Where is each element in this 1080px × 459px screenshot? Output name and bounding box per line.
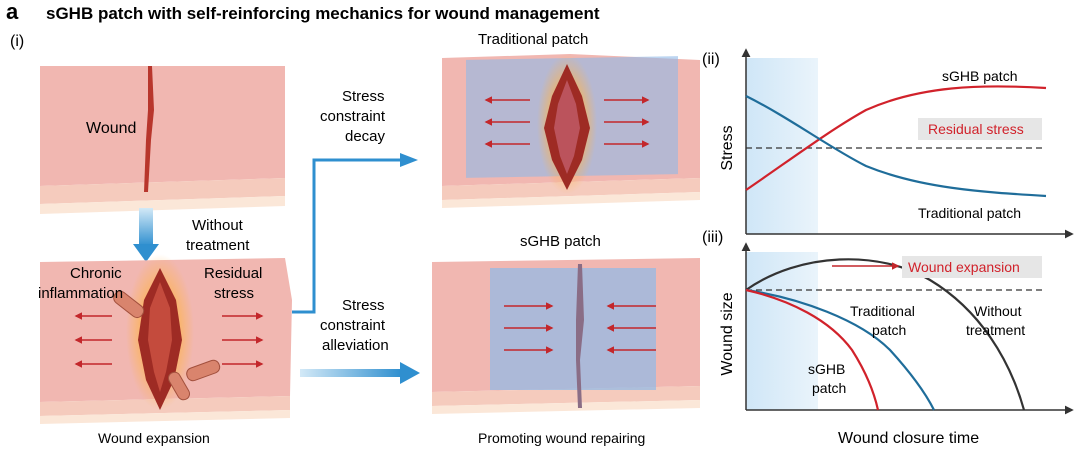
- chronic-inflammation-line1: Chronic: [70, 265, 122, 282]
- panel-iii-label: (iii): [702, 229, 723, 246]
- alleviation-line1: Stress: [342, 297, 385, 314]
- outward-stress-arrows-left: [74, 312, 112, 368]
- traditional-outward-arrows-right: [604, 96, 650, 148]
- stress-plot: [741, 48, 1074, 239]
- sghb-size-label-line1: sGHB: [808, 361, 845, 377]
- caption-wound-expansion: Wound expansion: [98, 430, 210, 446]
- sghb-patch-layer: [490, 268, 656, 390]
- traditional-size-label-line1: Traditional: [850, 303, 915, 319]
- wound-expansion-box: [902, 256, 1042, 278]
- stress-axis-label: Stress: [719, 125, 736, 170]
- sghb-size-label-line2: patch: [812, 380, 846, 396]
- residual-stress-box: [918, 118, 1042, 140]
- untreated-size-label-line1: Without: [974, 303, 1022, 319]
- without-treatment-line2: treatment: [186, 237, 250, 254]
- wound-size-axis-label: Wound size: [719, 292, 736, 375]
- residual-stress-line2: stress: [214, 285, 254, 302]
- figure-title: sGHB patch with self-reinforcing mechani…: [46, 4, 600, 23]
- panel-ii-label: (ii): [702, 51, 720, 68]
- wound-expansion-label: Wound expansion: [908, 259, 1020, 275]
- panel-letter: a: [6, 0, 19, 24]
- wound-size-plot: [741, 242, 1074, 415]
- skin-block-expansion: [40, 254, 292, 424]
- alleviation-line2: constraint: [320, 317, 386, 334]
- sghb-inward-arrows-left: [504, 302, 554, 354]
- stress-shaded-region: [746, 58, 818, 234]
- arrow-right-icon: [292, 153, 420, 384]
- decay-line3: decay: [345, 128, 386, 145]
- sghb-patch-title: sGHB patch: [520, 233, 601, 250]
- skin-block-wound: Wound: [40, 66, 285, 214]
- outward-stress-arrows-right: [222, 312, 264, 368]
- caption-promoting-repair: Promoting wound repairing: [478, 430, 645, 446]
- skin-block-sghb: [432, 258, 700, 414]
- wound-shaded-region: [746, 252, 818, 410]
- sghb-inward-arrows-right: [606, 302, 656, 354]
- arrow-down-icon: [133, 208, 159, 262]
- traditional-patch-title: Traditional patch: [478, 31, 588, 48]
- panel-i-label: (i): [10, 33, 24, 50]
- sghb-stress-label: sGHB patch: [942, 68, 1017, 84]
- residual-stress-label: Residual stress: [928, 121, 1024, 137]
- bacteria-icon: [113, 290, 221, 401]
- traditional-stress-curve: [745, 95, 1047, 198]
- without-treatment-line1: Without: [192, 217, 244, 234]
- untreated-size-label-line2: treatment: [966, 322, 1025, 338]
- sghb-size-curve: [745, 288, 880, 411]
- skin-block-traditional: [442, 54, 700, 208]
- decay-line2: constraint: [320, 108, 386, 125]
- wound-label: Wound: [86, 120, 136, 137]
- sghb-stress-curve: [745, 85, 1047, 191]
- alleviation-line3: alleviation: [322, 337, 389, 354]
- traditional-size-label-line2: patch: [872, 322, 906, 338]
- chronic-inflammation-line2: inflammation: [38, 285, 123, 302]
- decay-line1: Stress: [342, 88, 385, 105]
- residual-stress-line1: Residual: [204, 265, 262, 282]
- traditional-size-curve: [745, 288, 935, 411]
- traditional-outward-arrows-left: [484, 96, 530, 148]
- traditional-stress-label: Traditional patch: [918, 205, 1021, 221]
- wound-closure-time-label: Wound closure time: [838, 430, 979, 447]
- untreated-size-curve: [745, 258, 1026, 411]
